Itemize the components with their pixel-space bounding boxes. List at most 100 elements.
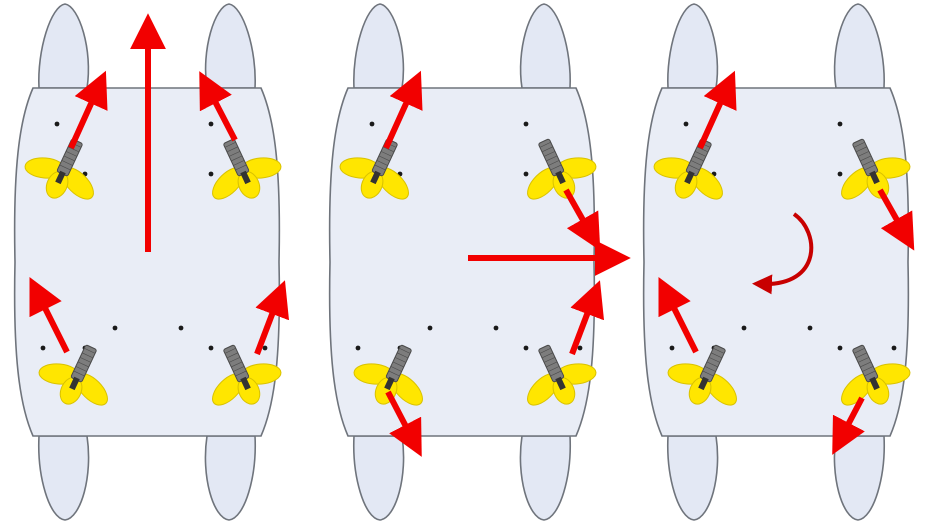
- motor-ridge: [541, 146, 553, 153]
- bolt-dot: [427, 325, 433, 331]
- motor-ridge: [226, 146, 238, 153]
- thruster-hub: [698, 376, 709, 391]
- bolt-dot: [807, 325, 813, 331]
- motor-ridge: [550, 370, 562, 377]
- thrust-arrow-icon: [199, 71, 238, 142]
- motor-ridge: [688, 164, 700, 171]
- bolt-dot: [112, 325, 118, 331]
- bolt-dot: [208, 345, 214, 351]
- motor-ridge: [548, 366, 560, 372]
- motor-ridge: [399, 348, 411, 354]
- bolt-dot: [54, 121, 60, 127]
- thruster-hub: [869, 376, 880, 391]
- motor-ridge: [864, 164, 876, 171]
- motor-ridge: [857, 357, 870, 363]
- pontoon-fin: [667, 435, 719, 521]
- thruster-hub: [684, 170, 695, 185]
- bolt-dot: [40, 345, 46, 351]
- motor-ridge: [376, 160, 388, 166]
- thrust-arrow-icon: [254, 280, 290, 356]
- thrust-arrow-icon: [877, 188, 915, 251]
- thruster-icon: [24, 138, 94, 200]
- motor-ridge: [388, 370, 400, 377]
- thruster-icon: [527, 344, 597, 406]
- panel-sway: [328, 3, 631, 521]
- pontoon-fin: [833, 435, 885, 521]
- bolt-dot: [178, 325, 184, 331]
- motor-ridge: [390, 366, 402, 372]
- motor-ridge: [383, 146, 395, 153]
- motor-ridge: [397, 352, 409, 359]
- thrust-arrow-icon: [68, 70, 108, 150]
- thruster-hub: [384, 376, 395, 391]
- pontoon-fin: [204, 435, 256, 521]
- motor-ridge: [224, 348, 236, 354]
- motor-ridge: [862, 160, 874, 166]
- pontoon-fin: [519, 435, 571, 521]
- motor-ridge: [543, 151, 556, 157]
- bolt-dot: [493, 325, 499, 331]
- motor-ridge: [233, 160, 245, 166]
- motor-ridge: [235, 370, 247, 377]
- motor-ridge: [702, 370, 714, 377]
- motor-ridge: [235, 164, 247, 171]
- motor-ridge: [694, 151, 707, 157]
- motor-ridge: [711, 352, 723, 359]
- motor-ridge: [690, 160, 702, 166]
- motor-ridge: [392, 361, 404, 368]
- bolt-dot: [837, 345, 843, 351]
- motor-ridge: [228, 151, 241, 157]
- motor-ridge: [548, 160, 560, 166]
- thruster-icon: [212, 344, 282, 406]
- thruster-icon: [841, 138, 911, 200]
- motor-ridge: [75, 366, 87, 372]
- motor-ridge: [233, 366, 245, 372]
- motor-ridge: [855, 352, 867, 359]
- motor-ridge: [73, 370, 85, 377]
- motor-ridge: [708, 357, 721, 363]
- motor-ridge: [65, 151, 78, 157]
- thrust-arrow-icon: [658, 276, 699, 354]
- bolt-dot: [208, 121, 214, 127]
- motor-ridge: [61, 160, 73, 166]
- thruster-icon: [527, 138, 597, 200]
- thruster-hub: [240, 376, 251, 391]
- motor-ridge: [853, 348, 865, 354]
- motor-ridge: [692, 155, 704, 162]
- motor-ridge: [374, 164, 386, 171]
- panel-surge: [13, 3, 290, 521]
- motor-ridge: [546, 155, 558, 162]
- motor-ridge: [228, 357, 241, 363]
- thruster-icon: [353, 344, 423, 406]
- thruster-hub: [555, 376, 566, 391]
- motor-ridge: [84, 348, 96, 354]
- motor-ridge: [546, 361, 558, 368]
- motor-ridge: [79, 357, 92, 363]
- pontoon-fin: [353, 3, 405, 89]
- thruster-icon: [38, 344, 108, 406]
- motor-ridge: [539, 142, 551, 148]
- motor-ridge: [380, 151, 393, 157]
- motor-ridge: [543, 357, 556, 363]
- motor-ridge: [77, 361, 89, 368]
- thrust-arrow-icon: [29, 276, 70, 354]
- bolt-dot: [355, 345, 361, 351]
- motor-ridge: [860, 361, 872, 368]
- thrust-arrow-icon: [563, 188, 601, 251]
- bolt-dot: [369, 121, 375, 127]
- thrust-arrow-icon: [832, 396, 865, 455]
- motor-ridge: [394, 357, 407, 363]
- thrust-arrow-icon: [383, 70, 423, 150]
- bolt-dot: [891, 345, 897, 351]
- motor-ridge: [82, 352, 94, 359]
- pontoon-fin: [204, 3, 256, 89]
- motor-ridge: [706, 361, 718, 368]
- thrust-arrow-icon: [569, 280, 605, 356]
- motor-ridge: [224, 142, 236, 148]
- pontoon-fin: [353, 435, 405, 521]
- bolt-dot: [683, 121, 689, 127]
- thruster-hub: [869, 170, 880, 185]
- motor-ridge: [853, 142, 865, 148]
- bolt-dot: [837, 121, 843, 127]
